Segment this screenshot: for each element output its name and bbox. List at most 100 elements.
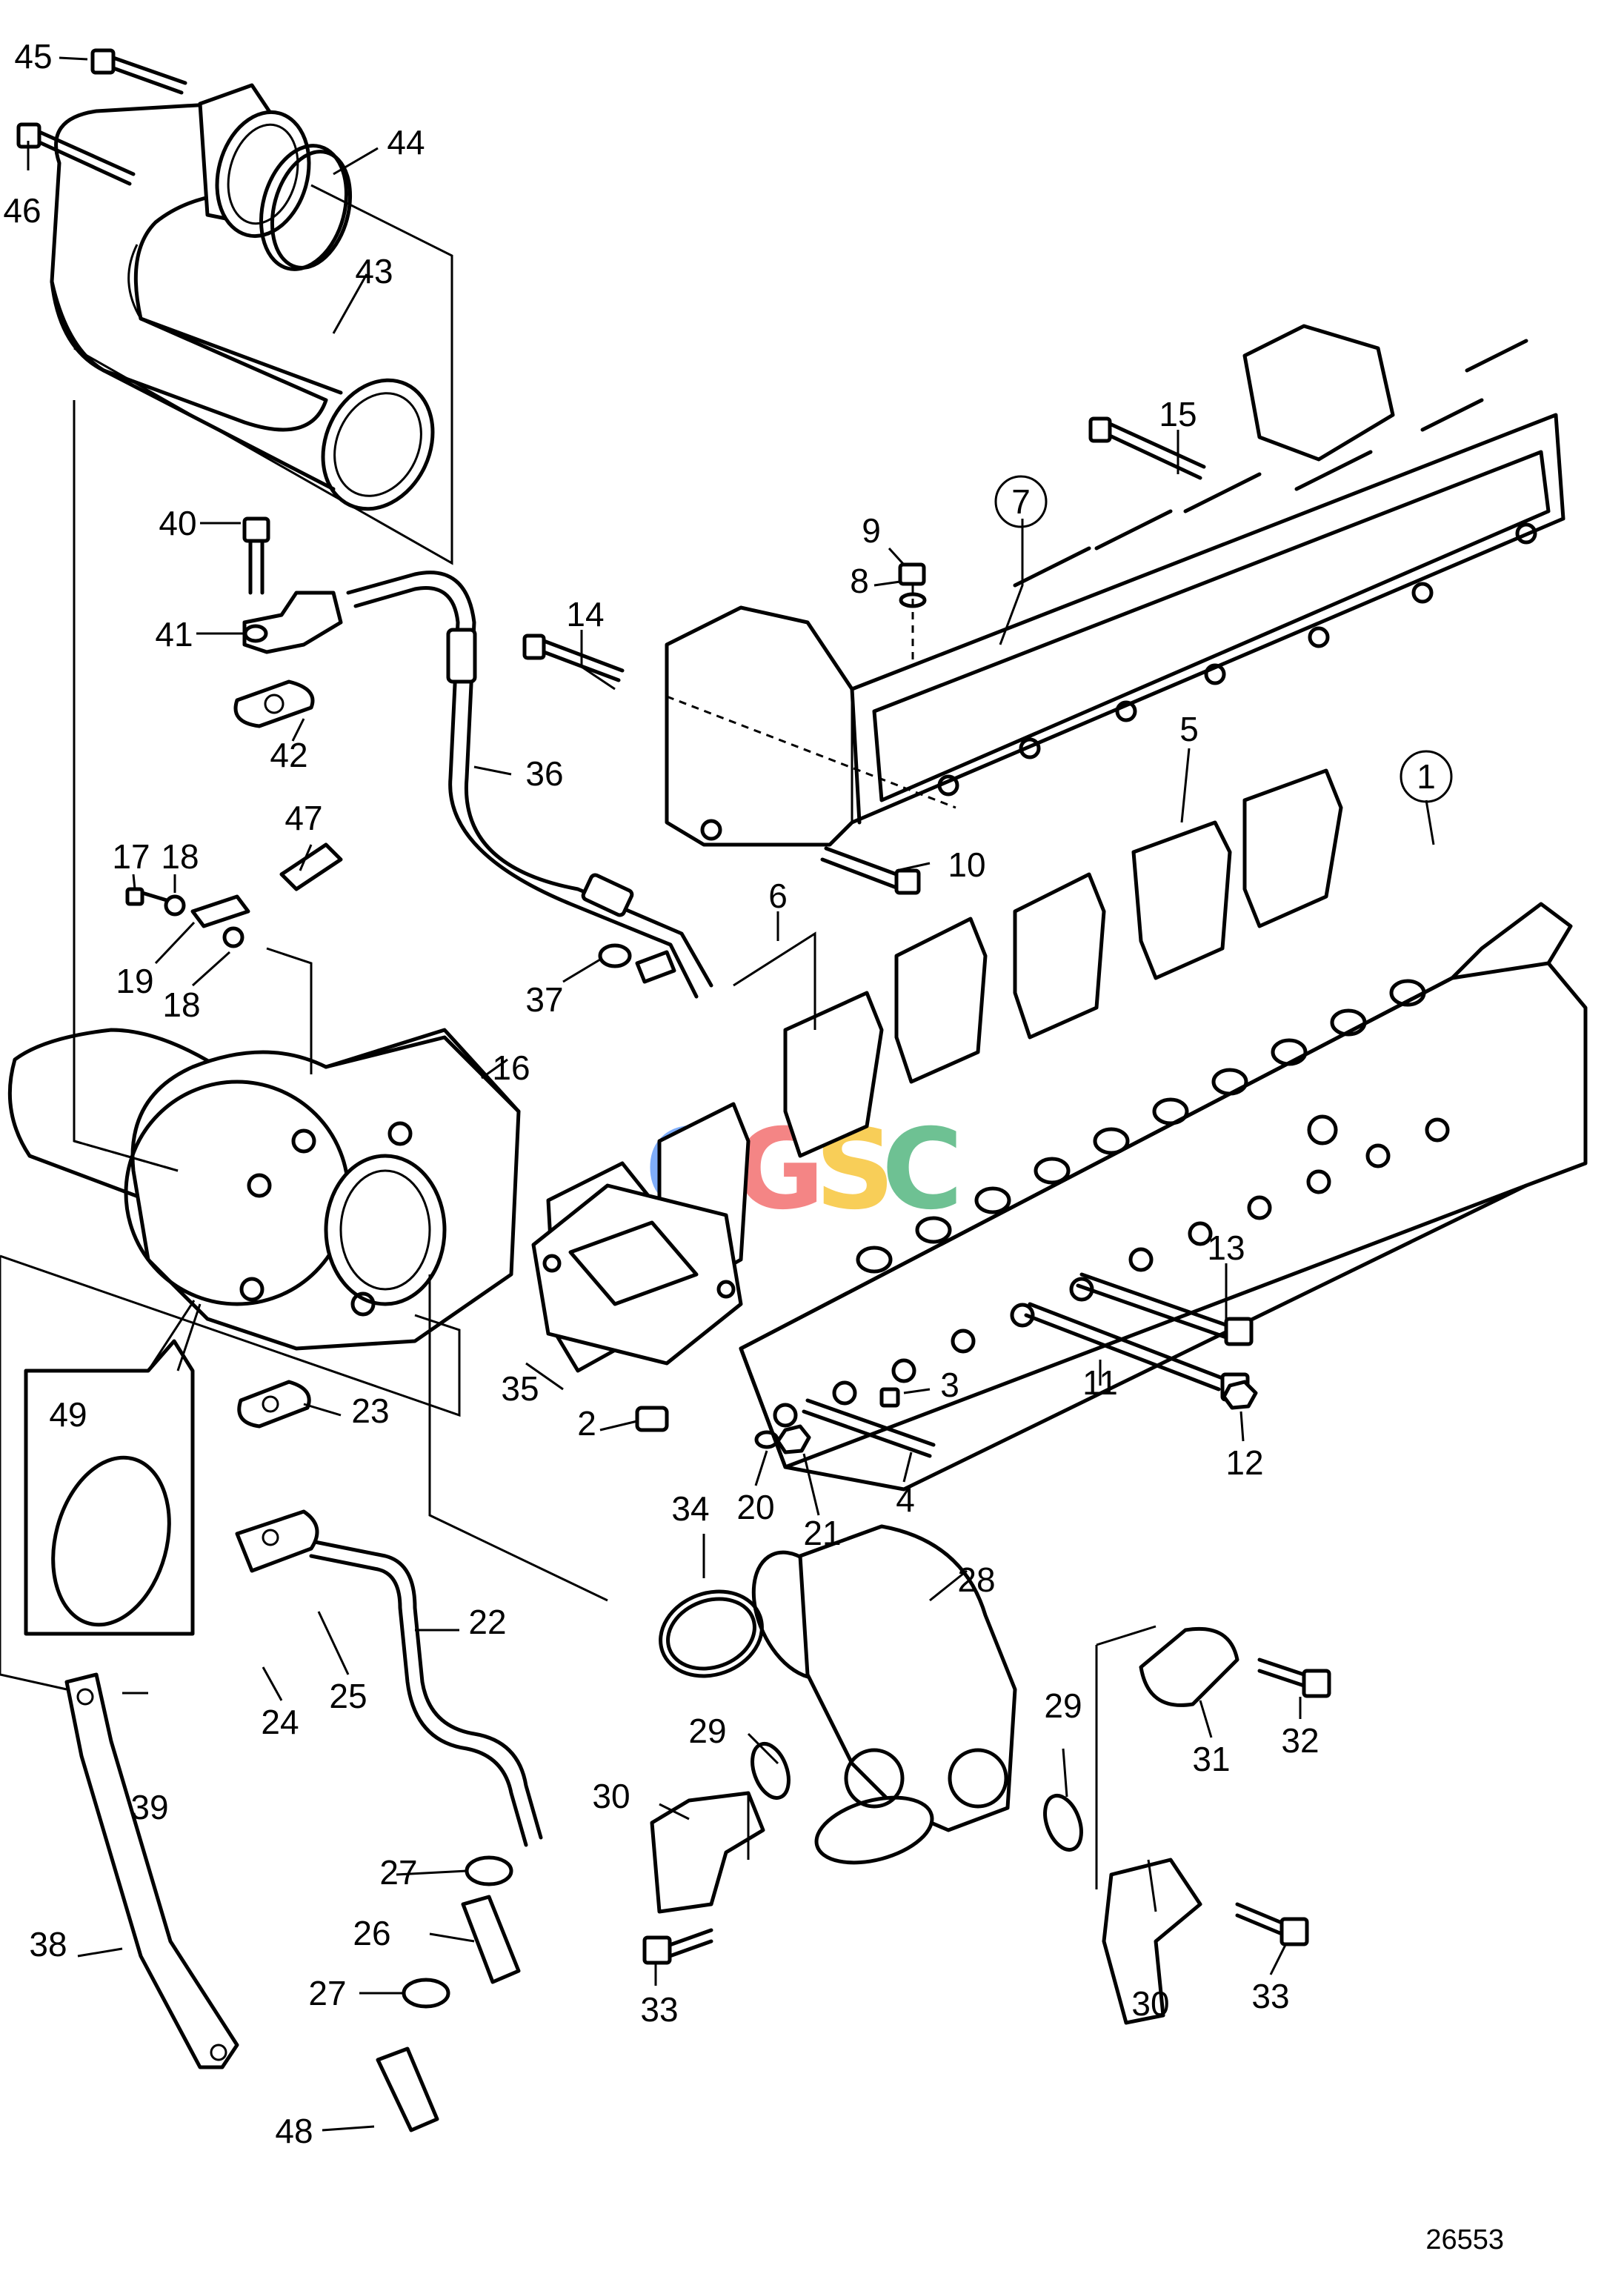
callout-2: 2: [577, 1404, 596, 1443]
sleeve-2: [635, 1406, 669, 1432]
callout-40: 40: [159, 504, 196, 542]
callout-13: 13: [1207, 1228, 1245, 1267]
callout-4: 4: [896, 1480, 915, 1519]
hose-26: [461, 1895, 521, 1984]
callout-33-right: 33: [1251, 1977, 1289, 2015]
inset-pointer: [147, 1300, 202, 1371]
elbow-30-left: [650, 1791, 765, 1914]
o-ring-37: [598, 943, 632, 968]
bolt-32: [1257, 1657, 1331, 1698]
cover-plate-31: [1139, 1626, 1239, 1707]
callout-18-upper: 18: [161, 837, 199, 876]
washer-18-lower: [222, 926, 244, 948]
callout-29-left: 29: [688, 1712, 726, 1750]
elbow-group-outline: [73, 184, 453, 565]
fitting-19: [190, 894, 250, 928]
callout-labels: 1 2 3 4 5 6 7 8 9 10 11 12 13 14 15 16 1…: [3, 37, 1435, 2150]
exhaust-outlet-elbow: [751, 1524, 1017, 1865]
callout-17: 17: [112, 837, 150, 876]
callout-14: 14: [566, 595, 604, 634]
fitting-37: [635, 950, 676, 984]
callout-45: 45: [14, 37, 52, 76]
callout-46: 46: [3, 191, 41, 230]
pin-4: [802, 1398, 936, 1458]
callout-47: 47: [284, 799, 322, 837]
callout-22: 22: [468, 1603, 506, 1641]
gasket-42: [233, 679, 315, 728]
callout-10: 10: [948, 845, 985, 884]
plug-3: [879, 1387, 900, 1408]
callout-21: 21: [803, 1514, 841, 1552]
watermark-letter-4: C: [882, 1105, 963, 1234]
callout-27-lower: 27: [308, 1974, 346, 2012]
callout-8: 8: [850, 562, 869, 600]
callout-31: 31: [1192, 1740, 1230, 1778]
nut-12: [1222, 1380, 1258, 1410]
gasket-23: [237, 1380, 311, 1429]
gaskets-29: [751, 1742, 1083, 1852]
callout-9: 9: [862, 511, 881, 550]
callout-23: 23: [351, 1391, 389, 1430]
bolt-17: [125, 887, 169, 906]
elbow-30-right: [1102, 1858, 1202, 2025]
callout-7: 7: [1011, 482, 1031, 521]
callout-1: 1: [1417, 757, 1436, 796]
callout-38: 38: [29, 1925, 67, 1964]
bolt-45: [90, 48, 187, 95]
callout-43: 43: [355, 252, 393, 290]
exhaust-manifold: [739, 902, 1588, 1492]
bolt-10: [820, 846, 921, 895]
callout-18-lower: 18: [162, 985, 200, 1024]
leader-lines: [27, 56, 1435, 2132]
callout-5: 5: [1179, 710, 1199, 748]
inset-box-49: [24, 1339, 195, 1636]
pipe-48: [376, 2046, 439, 2132]
callout-19: 19: [116, 962, 153, 1000]
callout-25: 25: [329, 1677, 367, 1715]
callout-24: 24: [261, 1703, 299, 1741]
oil-feed-pipe: [346, 571, 713, 999]
callout-37: 37: [525, 980, 563, 1019]
callout-27-upper: 27: [379, 1853, 417, 1892]
callout-20: 20: [736, 1488, 774, 1526]
callout-36: 36: [525, 754, 563, 793]
turbo-flange-gasket: [531, 1183, 743, 1366]
callout-30-right: 30: [1131, 1984, 1169, 2023]
group-outlines: [0, 400, 1157, 1889]
callout-48: 48: [275, 2112, 313, 2150]
callout-29-right: 29: [1044, 1686, 1082, 1725]
bolt-14: [522, 634, 625, 682]
callout-49: 49: [49, 1395, 87, 1434]
circled-callout-7: [994, 475, 1048, 528]
callout-12: 12: [1225, 1443, 1263, 1482]
figure-number: 26553: [1425, 2224, 1504, 2255]
bolt-15: [1088, 416, 1206, 480]
oil-drain-pipe: [235, 1509, 543, 1847]
clamp-34: [659, 1589, 764, 1678]
bolt-33-left: [642, 1928, 713, 1965]
callout-6: 6: [768, 877, 788, 915]
callout-35: 35: [501, 1369, 539, 1408]
callout-26: 26: [353, 1914, 390, 1952]
callout-15: 15: [1159, 395, 1197, 433]
o-ring-44: [259, 144, 353, 271]
hose-clamp-upper: [465, 1855, 513, 1886]
bolt-40: [242, 516, 270, 595]
callout-11: 11: [1082, 1363, 1118, 1402]
stud-13: [1076, 1272, 1254, 1346]
hose-clamp-lower: [402, 1978, 450, 2009]
callout-41: 41: [155, 615, 193, 654]
callout-16: 16: [492, 1048, 530, 1087]
callout-42: 42: [270, 736, 307, 774]
callout-28: 28: [957, 1560, 995, 1599]
circled-callout-1: [1400, 750, 1453, 803]
turbocharger: [7, 1028, 521, 1351]
hose-47: [279, 842, 343, 891]
callout-30-left: 30: [592, 1777, 630, 1815]
nut-21: [776, 1424, 811, 1454]
bolt-33-right: [1235, 1902, 1309, 1946]
support-bracket-38: [64, 1672, 239, 2069]
callout-3: 3: [940, 1366, 959, 1404]
manifold-cover: [665, 324, 1565, 847]
